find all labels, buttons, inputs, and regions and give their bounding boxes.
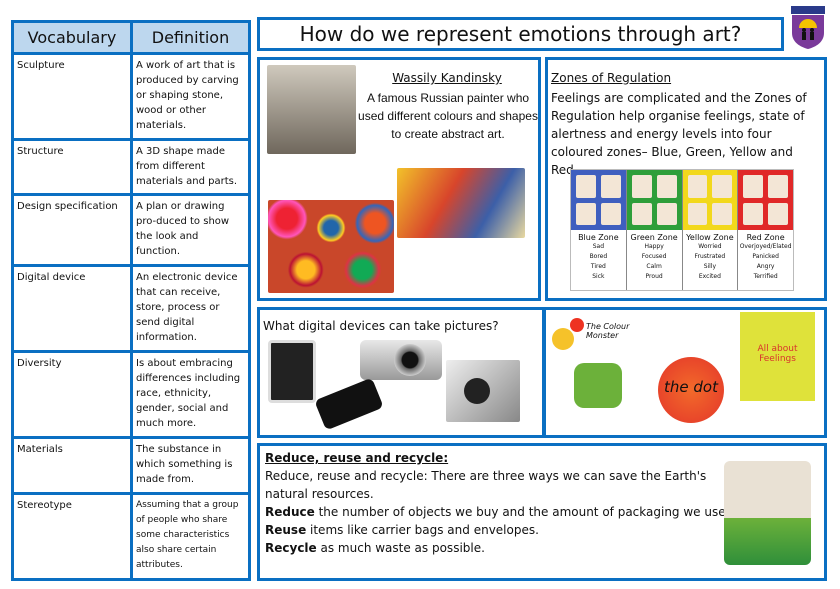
children-recycling-image xyxy=(724,461,811,565)
the-dot-book: the dot xyxy=(658,357,724,423)
zone-name: Red Zone xyxy=(746,233,785,242)
camera-image xyxy=(360,340,442,380)
school-logo xyxy=(789,6,827,50)
feelings-title: All about Feelings xyxy=(757,344,798,364)
emotion: Overjoyed/Elated xyxy=(739,243,792,250)
reduce-text: the number of objects we buy and the amo… xyxy=(314,505,730,519)
definition: Is about embracing differences including… xyxy=(130,350,251,440)
kandinsky-text: A famous Russian painter who used differ… xyxy=(358,91,538,141)
page-title: How do we represent emotions through art… xyxy=(257,17,784,51)
term: Diversity xyxy=(11,350,133,440)
kandinsky-painting-circles xyxy=(268,200,394,293)
emotion: Frustrated xyxy=(694,253,726,260)
kandinsky-heading: Wassily Kandinsky xyxy=(392,71,502,85)
reuse-item: Reuse items like carrier bags and envelo… xyxy=(265,521,819,539)
zone-name: Green Zone xyxy=(630,233,678,242)
emotion: Terrified xyxy=(753,273,778,280)
reuse-text: items like carrier bags and envelopes. xyxy=(306,523,539,537)
emotion: Calm xyxy=(646,263,662,270)
reduce-heading: Reduce, reuse and recycle: xyxy=(265,451,449,465)
tablet-image xyxy=(268,340,316,403)
zone-name: Yellow Zone xyxy=(686,233,734,242)
term: Structure xyxy=(11,138,133,197)
emotion: Sick xyxy=(592,273,605,280)
term: Sculpture xyxy=(11,51,133,142)
reduce-intro: Reduce, reuse and recycle: There are thr… xyxy=(265,469,707,501)
emotion: Excited xyxy=(698,273,721,280)
colour-monster-title: The Colour Monster xyxy=(586,322,630,340)
all-about-feelings-book: All about Feelings xyxy=(740,312,815,401)
recycle-text: as much waste as possible. xyxy=(316,541,485,555)
definition: A 3D shape made from different materials… xyxy=(130,138,251,197)
kandinsky-portrait xyxy=(267,65,356,154)
reduce-item: Reduce the number of objects we buy and … xyxy=(265,503,819,521)
emotion: Happy xyxy=(644,243,664,250)
term: Digital device xyxy=(11,264,133,354)
emotion: Bored xyxy=(589,253,608,260)
definition: An electronic device that can receive, s… xyxy=(130,264,251,354)
emotion: Panicked xyxy=(752,253,779,260)
emotion: Silly xyxy=(703,263,717,270)
emotion: Sad xyxy=(592,243,605,250)
emotion: Tired xyxy=(590,263,606,270)
recycle-item: Recycle as much waste as possible. xyxy=(265,539,819,557)
cctv-camera-image xyxy=(446,360,520,422)
definition: A plan or drawing pro-duced to show the … xyxy=(130,193,251,268)
colour-monster-book: The Colour Monster xyxy=(552,318,647,413)
definition: A work of art that is produced by carvin… xyxy=(130,51,251,142)
zone-name: Blue Zone xyxy=(578,233,619,242)
zones-heading: Zones of Regulation xyxy=(551,71,672,85)
reduce-label: Reduce xyxy=(265,505,315,519)
term: Materials xyxy=(11,436,133,495)
emotion: Proud xyxy=(645,273,663,280)
the-dot-title: the dot xyxy=(664,378,718,396)
zones-text: Feelings are complicated and the Zones o… xyxy=(551,91,807,177)
emotion: Focused xyxy=(641,253,667,260)
reuse-label: Reuse xyxy=(265,523,307,537)
kandinsky-painting-abstract xyxy=(397,168,525,238)
definition: The substance in which something is made… xyxy=(130,436,251,495)
emotion: Angry xyxy=(756,263,775,270)
devices-question: What digital devices can take pictures? xyxy=(263,319,499,333)
vocabulary-header: Vocabulary xyxy=(11,20,133,55)
emotion: Worried xyxy=(698,243,722,250)
definition: Assuming that a group of people who shar… xyxy=(130,491,251,582)
definition-header: Definition xyxy=(130,20,251,55)
recycle-label: Recycle xyxy=(265,541,317,555)
term: Stereotype xyxy=(11,491,133,582)
term: Design specification xyxy=(11,193,133,268)
